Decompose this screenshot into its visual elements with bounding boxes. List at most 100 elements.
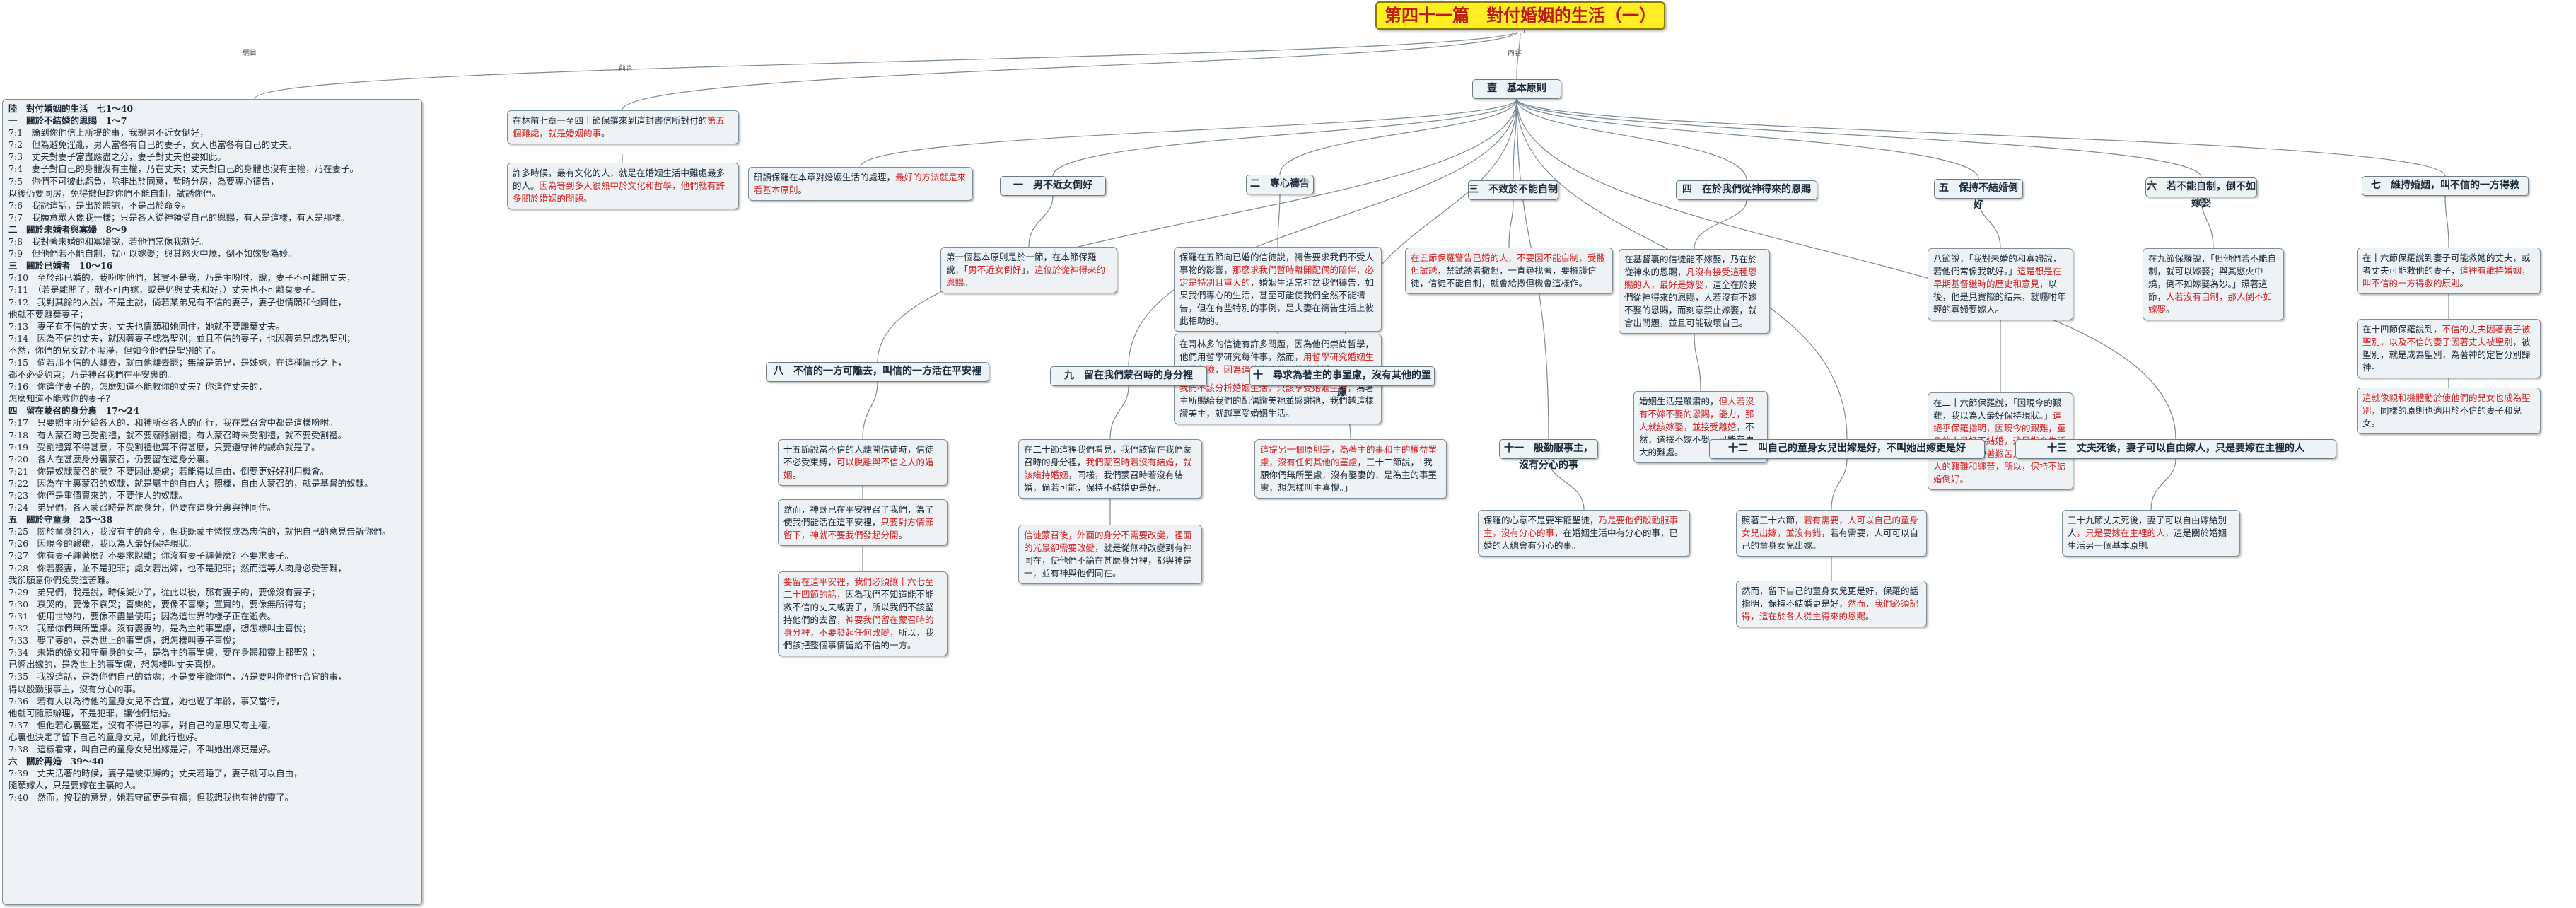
note-text: 研讀保羅在本章對婚姻生活的處理， <box>754 172 896 182</box>
note-text: 在二十節這裡我們看見，我們該留在我們蒙召時的身分裡， <box>1024 444 1192 467</box>
note-text: 在林前七章一至四十節保羅來到這封書信所對付的 <box>513 115 708 126</box>
principle-heading[interactable]: 三 不致於不能自制 <box>1468 180 1558 200</box>
principle-heading[interactable]: 九 留在我們蒙召時的身分裡 <box>1050 366 1207 386</box>
principle-heading[interactable]: 五 保持不結婚倒好 <box>1934 179 2023 211</box>
principle-note[interactable]: 在十六節保羅說到妻子可能救她的丈夫，或者丈夫可能救他的妻子，這裡有維持婚姻，叫不… <box>2357 248 2541 294</box>
note-text: 保羅的心意不是要牢籠聖徒， <box>1484 515 1599 525</box>
note-text: 然而，神既已在平安裡召了我們，為了使我們能活在這平安裡， <box>783 504 934 528</box>
principle-heading[interactable]: 十二 叫自己的童身女兒出嫁是好，不叫她出嫁更是好 <box>1709 439 1985 459</box>
outline-verse-line: 7:17 只要照主所分給各人的，和神所召各人的而行，我在眾召會中都是這樣吩咐。 <box>8 417 338 429</box>
outline-verse-line: 7:31 使用世物的，要像不盡量使用；因為這世界的樣子正在逝去。 <box>8 610 276 622</box>
outline-section-heading: 五 關於守童身 25～38 <box>8 514 113 525</box>
link-basic-principle <box>1516 98 2202 178</box>
principle-note[interactable]: 三十九節丈夫死後，妻子可以自由嫁給別人，只是要嫁在主裡的人，這是關於婚姻生活另一… <box>2062 510 2240 557</box>
outline-verse-line: 7:1 論到你們信上所提的事，我說男不近女倒好， <box>8 127 209 139</box>
principle-heading[interactable]: 十三 丈夫死後，妻子可以自由嫁人，只是要嫁在主裡的人 <box>2015 439 2336 459</box>
outline-verse-line: 7:34 未婚的婦女和守童身的女子，是為主的事罣慮，要在身體和靈上都聖別； <box>8 647 320 658</box>
outline-verse-line: 7:16 你這作妻子的，怎麼知道不能救你的丈夫？你這作丈夫的， <box>8 381 267 392</box>
foreword-note[interactable]: 許多時候，最有文化的人，就是在婚姻生活中難處最多的人。因為等到多人很熱中於文化和… <box>507 163 739 209</box>
outline-section-heading: 六 關於再婚 39～40 <box>8 756 104 767</box>
principle-heading[interactable]: 一 男不近女倒好 <box>1000 176 1106 196</box>
outline-verse-line: 7:3 丈夫對妻子當盡應盡之分，妻子對丈夫也要如此。 <box>8 151 226 163</box>
outline-verse-line: 他就不要離棄妻子； <box>8 308 88 320</box>
principle-note[interactable]: 在二十節這裡我們看見，我們該留在我們蒙召時的身分裡，我們蒙召時若沒有結婚，就該維… <box>1018 439 1202 499</box>
principle-note[interactable]: 在基督裏的信徒能不嫁娶，乃在於從神來的恩賜，凡沒有接受這種恩賜的人，最好是嫁娶，… <box>1619 249 1770 334</box>
note-text: ，被聖別，就是成為聖別，為著神的定旨分別歸神。 <box>2362 337 2531 373</box>
outline-section-heading: 陸 對付婚姻的生活 七1～40 <box>8 103 134 114</box>
note-text: ，同樣的原則也適用於不信的妻子和兒女。 <box>2362 405 2522 429</box>
outline-verse-line: 7:10 至於那已婚的，我吩咐他們，其實不是我，乃是主吩咐，說，妻子不可離開丈夫… <box>8 272 356 284</box>
link-note <box>1978 198 2001 249</box>
outline-verse-line: 都不必受約束；乃是神召我們在平安裏的。 <box>8 369 177 380</box>
note-text: 在十六節保羅說到妻子可能救她的丈夫，或者丈夫可能救他的妻子， <box>2362 252 2531 276</box>
principle-note[interactable]: 在十四節保羅說到，不信的丈夫因著妻子被聖別，以及不信的妻子因著丈夫被聖別，被聖別… <box>2357 319 2541 378</box>
principle-note[interactable]: 保羅的心意不是要牢籠聖徒，乃是要他們殷勤服事主，沒有分心的事，在婚姻生活中有分心… <box>1478 510 1690 557</box>
principle-note[interactable]: 這就像親和機體動於使他們的兒女也成為聖別，同樣的原則也適用於不信的妻子和兒女。 <box>2357 388 2541 434</box>
outline-verse-line: 7:4 妻子對自己的身體沒有主權，乃在丈夫；丈夫對自己的身體也沒有主權，乃在妻子… <box>8 163 359 175</box>
outline-section-heading: 三 關於已婚者 10～16 <box>8 260 113 272</box>
highlighted-text: 第五個難處，就是婚姻的事 <box>513 115 725 139</box>
outline-verse-line: 7:8 我對著未婚的和寡婦說，若他們常像我就好。 <box>8 236 209 248</box>
link-note <box>1109 385 1129 440</box>
note-text: ，若有需要，人可可以自己的童身女兒出嫁。 <box>1742 528 1919 551</box>
note-text: 。 <box>898 530 908 540</box>
principle-heading[interactable]: 十一 殷勤服事主，沒有分心的事 <box>1499 439 1598 471</box>
principle-heading[interactable]: 六 若不能自制，倒不如嫁娶 <box>2145 177 2257 209</box>
outline-verse-line: 7:20 各人在甚麼身分裏蒙召，仍要留在這身分裏。 <box>8 453 214 465</box>
note-text: 在十四節保羅說到， <box>2362 324 2442 334</box>
note-text: 八節說，「我對未婚的和寡婦說，若他們常像我就好。」 <box>1933 253 2062 277</box>
note-text: 。 <box>2166 304 2175 315</box>
note-text: 十五節說當不信的人離開信徒時，信徒不必受束縛， <box>783 444 934 467</box>
principle-note[interactable]: 十五節說當不信的人離開信徒時，信徒不必受束縛，可以脫離與不信之人的婚姻。 <box>778 439 948 486</box>
principle-note[interactable]: 信徒蒙召後，外面的身分不需要改變，裡面的光景卻需要改變，就是從無神改變到有神同在… <box>1018 525 1202 584</box>
outline-verse-line: 我卻願意你們免受這苦難。 <box>8 574 115 586</box>
highlighted-text: 這就像親和機體動於使他們的兒女也成為聖別 <box>2362 392 2531 416</box>
link-basic-principle <box>1516 98 1747 181</box>
principle-note[interactable]: 在五節保羅警告已婚的人，不要因不能自制，受撒但試誘，禁試誘者撒但，一直尋找著，要… <box>1405 248 1613 294</box>
link-basic-intro <box>860 98 1517 168</box>
link-basic-principle <box>1516 98 2446 177</box>
principle-note[interactable]: 這提另一個原則是，為著主的事和主的權益罣慮，沒有任何其他的罣慮，三十二節說，「我… <box>1254 439 1447 499</box>
principle-note[interactable]: 然而，留下自己的童身女兒更是好，保羅的話指明，保持不結婚更是好，然而，我們必須記… <box>1736 581 1927 627</box>
outline-verse-line: 7:26 因現今的艱難，我以為人最好保持現狀。 <box>8 538 197 549</box>
basic-principles-heading[interactable]: 壹 基本原則 <box>1472 79 1561 99</box>
principle-note[interactable]: 第一個基本原則是於一節，在本節保羅說，「男不近女倒好」，這位於從神得來的恩賜。 <box>940 247 1117 293</box>
note-text: 。 <box>2459 278 2469 289</box>
principle-note[interactable]: 八節說，「我對未婚的和寡婦說，若他們常像我就好。」這是想是在早期基督繼時的歷史和… <box>1928 248 2073 320</box>
principle-heading[interactable]: 十 尋求為著主的事罣慮，沒有其他的罣慮 <box>1249 366 1435 398</box>
principle-note[interactable]: 要留在這平安裡，我們必須讓十六七至二十四節的話，因為我們不知道能不能救不信的丈夫… <box>778 571 948 656</box>
principle-heading[interactable]: 八 不信的一方可離去，叫信的一方活在平安裡 <box>766 362 989 382</box>
principle-note[interactable]: 保羅在五節向已婚的信徒說，禱告要求我們不受人事物的影響，那麼求我們暫時離開配偶的… <box>1174 247 1382 332</box>
outline-section-heading: 二 關於未婚者與寡婦 8～9 <box>8 223 127 235</box>
map-title[interactable]: 第四十一篇 對付婚姻的生活（一） <box>1375 1 1665 30</box>
outline-verse-line: 怎麼知道不能救你的妻子？ <box>8 393 115 404</box>
outline-verse-line: 7:15 倘若那不信的人離去，就由他離去罷；無論是弟兄，是姊妹，在這種情形之下， <box>8 356 347 368</box>
link-note <box>1028 195 1054 248</box>
basic-principles-intro[interactable]: 研讀保羅在本章對婚姻生活的處理，最好的方法就是來看基本原則。 <box>748 167 973 201</box>
principle-note[interactable]: 然而，神既已在平安裡召了我們，為了使我們能活在這平安裡，只要對方情願留下，神就不… <box>778 499 948 546</box>
note-text: 。 <box>798 185 808 195</box>
outline-verse-line: 7:14 因為不信的丈夫，就因著妻子成為聖別；並且不信的妻子，也因著弟兄成為聖別… <box>8 332 356 344</box>
principle-note[interactable]: 照著三十六節，若有需要，人可以自己的童身女兒出嫁，並沒有錯，若有需要，人可可以自… <box>1736 510 1927 557</box>
highlighted-text: 人若沒有自制，那人倒不如嫁娶 <box>2148 291 2273 315</box>
outline-verse-line: 7:6 我說這話，是出於體諒，不是出於命令。 <box>8 199 191 211</box>
link-basic-principle <box>1128 98 1517 367</box>
note-text: 照著三十六節， <box>1742 515 1804 525</box>
highlighted-text: 最好的方法就是來看基本原則 <box>754 172 967 195</box>
principle-note[interactable]: 在九節保羅說，「但他們若不能自制，就可以嫁娶；與其慾火中燒，倒不如嫁娶為妙。」照… <box>2143 248 2284 320</box>
outline-verse-line: 7:35 我說這話，是為你們自己的益處；不是要牢籠你們，乃是要叫你們行合宜的事， <box>8 671 347 682</box>
foreword-note[interactable]: 在林前七章一至四十節保羅來到這封書信所對付的第五個難處，就是婚姻的事。 <box>507 110 739 144</box>
link-note <box>2150 458 2176 511</box>
outline-verse-line: 7:39 丈夫活著的時候，妻子是被束縛的；丈夫若睡了，妻子就可以自由， <box>8 768 303 779</box>
outline-verse-line: 不然，你們的兒女就不潔淨，但如今他們是聖別的了。 <box>8 344 221 356</box>
note-text: ，以後，他是見實際的結果，就囑咐年輕的寡婦要嫁人。 <box>1933 279 2066 315</box>
principle-heading[interactable]: 四 在於我們從神得來的恩賜 <box>1676 180 1817 200</box>
principle-heading[interactable]: 二 專心禱告 <box>1246 175 1314 194</box>
outline-verse-line: 得以殷勤服事主，沒有分心的事。 <box>8 683 141 694</box>
highlighted-text: 這提另一個原則是，為著主的事和主的權益罣慮，沒有任何其他的罣慮 <box>1260 444 1438 467</box>
highlighted-text: 不信的丈夫因著妻子被聖別，以及不信的妻子因著丈夫被聖別 <box>2362 324 2531 347</box>
principle-heading[interactable]: 七 維持婚姻，叫不信的一方得救 <box>2362 176 2529 196</box>
highlighted-text: ，只是要嫁在主裡的人 <box>2076 528 2165 538</box>
